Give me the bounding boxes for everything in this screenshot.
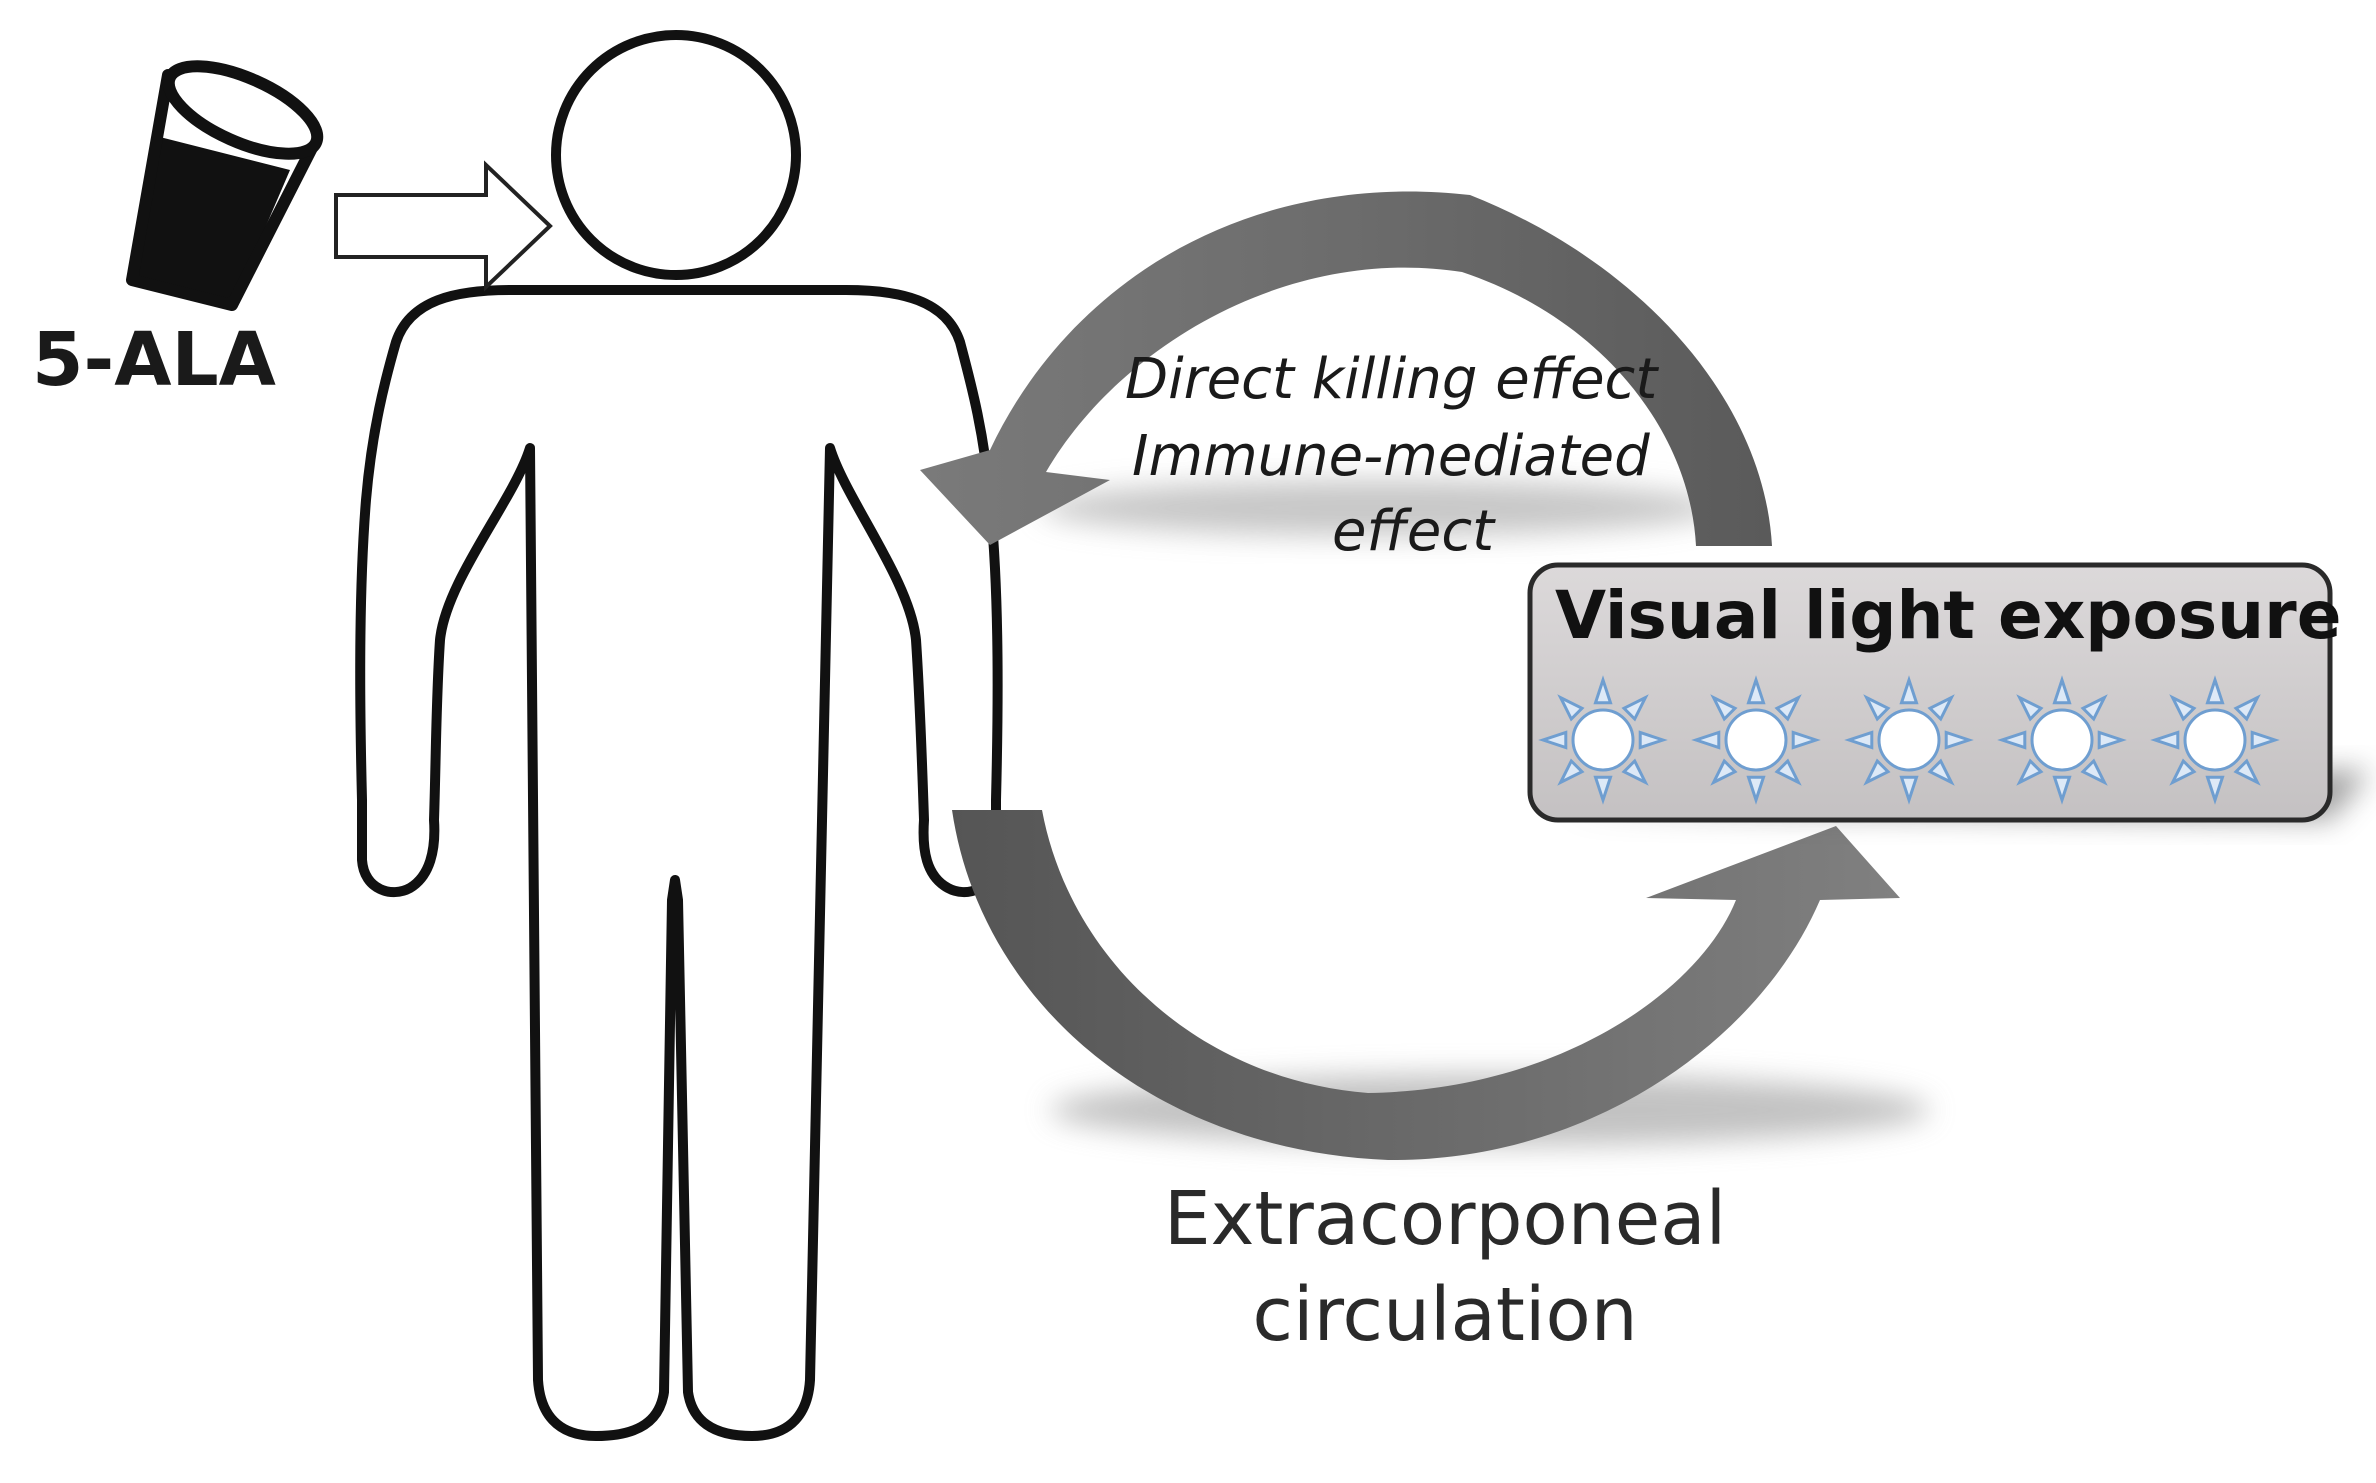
person-body-outline [355,285,1003,1441]
sun-icon-row [1538,675,2280,805]
drug-label: 5-ALA [32,317,276,403]
sun-icon [1691,675,1821,805]
upper-curved-arrow [920,191,1772,546]
effect-label-line3: effect [1332,499,1496,564]
person-icon [355,30,1003,1441]
person-head [551,30,801,280]
sun-icon [1538,675,1668,805]
sun-icon [2150,675,2280,805]
light-box-title: Visual light exposure [1555,577,2341,654]
lower-curved-arrow [952,810,1900,1161]
circulation-label-line2: circulation [1252,1272,1637,1358]
effect-label-line2: Immune-mediated [1132,424,1650,489]
light-exposure-box: Visual light exposure [1527,562,2370,823]
effect-label-line1: Direct killing effect [1125,347,1659,412]
circulation-label-line1: Extracorponeal [1164,1176,1726,1262]
upper-arrow-shadow [1040,480,1720,536]
intake-arrow [334,160,553,292]
sun-icon [1844,675,1974,805]
sun-icon [1997,675,2127,805]
cup-icon [126,60,324,311]
cup-liquid [132,135,290,305]
